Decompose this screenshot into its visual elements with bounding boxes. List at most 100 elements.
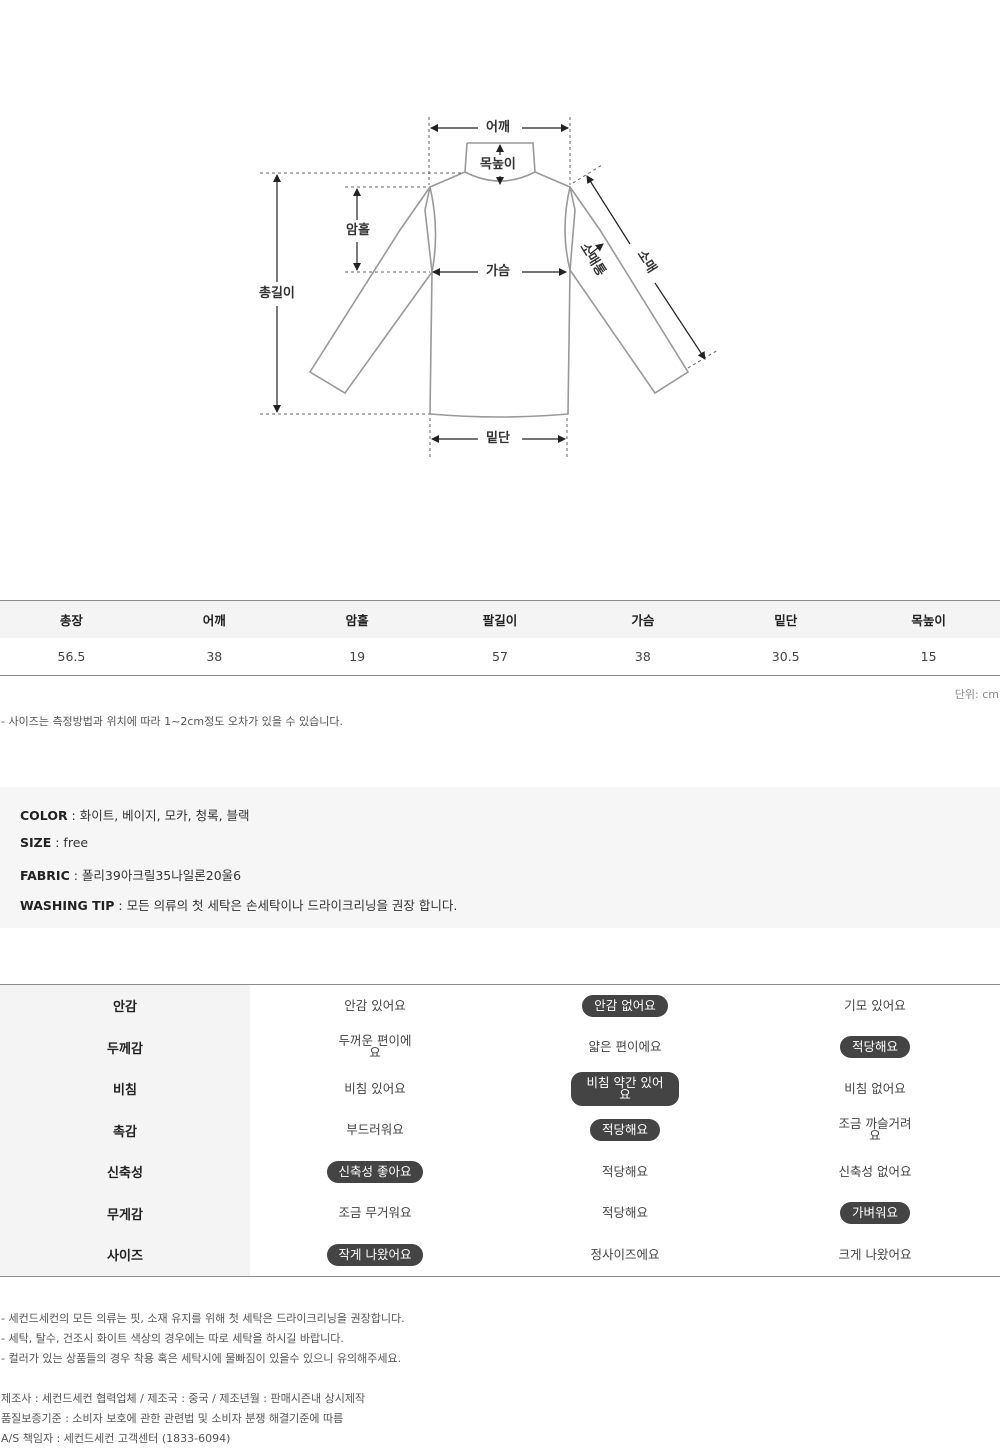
property-option: 두꺼운 편이에요 — [338, 1033, 412, 1061]
property-option-cell: 안감 있어요 — [250, 985, 500, 1027]
label-shoulder: 어깨 — [482, 120, 514, 136]
property-row: 촉감 부드러워요 적당해요 조금 까슬거려요 — [0, 1109, 1000, 1152]
property-option-cell: 크게 나왔어요 — [750, 1234, 1000, 1276]
product-info: COLOR : 화이트, 베이지, 모카, 청록, 블랙 SIZE : free… — [0, 787, 1000, 928]
info-color-key: COLOR — [20, 808, 68, 823]
size-header-cell: 밑단 — [774, 613, 798, 628]
size-value-cell: 57 — [492, 649, 508, 664]
property-label: 사이즈 — [0, 1234, 250, 1276]
size-value-cell: 56.5 — [57, 649, 86, 664]
property-label: 무게감 — [0, 1192, 250, 1234]
property-option: 부드러워요 — [346, 1122, 404, 1138]
info-size-value: : free — [51, 835, 89, 850]
property-option-selected: 신축성 좋아요 — [326, 1160, 424, 1183]
property-option-cell: 적당해요 — [750, 1027, 1000, 1069]
label-chest: 가슴 — [482, 264, 514, 280]
size-note: - 사이즈는 측정방법과 위치에 따라 1~2cm정도 오차가 있을 수 있습니… — [1, 715, 344, 728]
property-option-selected: 안감 없어요 — [582, 994, 668, 1017]
property-option-selected: 적당해요 — [839, 1036, 910, 1059]
property-option-cell: 두꺼운 편이에요 — [250, 1027, 500, 1069]
property-row: 무게감 조금 무거워요 적당해요 가벼워요 — [0, 1192, 1000, 1235]
size-header-cell: 어깨 — [202, 613, 226, 628]
size-header-cell: 팔길이 — [482, 613, 518, 628]
size-value-cell: 38 — [634, 649, 651, 664]
info-size: SIZE : free — [20, 835, 88, 850]
property-label: 두께감 — [0, 1026, 250, 1068]
care-note: - 세컨드세컨의 모든 의류는 핏, 소재 유지를 위해 첫 세탁은 드라이크리… — [1, 1312, 405, 1325]
label-neck-height: 목높이 — [480, 157, 516, 172]
property-option: 안감 있어요 — [344, 997, 406, 1013]
property-option: 기모 있어요 — [844, 997, 906, 1013]
info-fabric-value: : 폴리39아크릴35나일론20울6 — [69, 868, 242, 883]
property-option-cell: 안감 없어요 — [500, 985, 750, 1027]
property-option: 조금 까슬거려요 — [838, 1116, 912, 1144]
property-option-cell: 비침 있어요 — [250, 1068, 500, 1110]
property-option-cell: 기모 있어요 — [750, 985, 1000, 1027]
property-option-cell: 부드러워요 — [250, 1110, 500, 1152]
info-wash-value: : 모든 의류의 첫 세탁은 손세탁이나 드라이크리닝을 권장 합니다. — [114, 898, 458, 913]
property-option-cell: 조금 까슬거려요 — [750, 1110, 1000, 1152]
property-option: 얇은 편이에요 — [588, 1039, 662, 1055]
property-option-cell: 작게 나왔어요 — [250, 1234, 500, 1276]
property-option: 비침 없어요 — [844, 1080, 906, 1096]
property-label: 비침 — [0, 1068, 250, 1110]
size-table: 총장 어깨 암홀 팔길이 가슴 밑단 목높이 56.5 38 19 57 38 … — [0, 600, 1000, 676]
property-option: 크게 나왔어요 — [838, 1246, 912, 1262]
property-label: 촉감 — [0, 1109, 250, 1151]
property-row: 두께감 두꺼운 편이에요 얇은 편이에요 적당해요 — [0, 1026, 1000, 1069]
property-option: 적당해요 — [601, 1205, 648, 1221]
info-fabric: FABRIC : 폴리39아크릴35나일론20울6 — [20, 865, 241, 884]
property-row: 사이즈 작게 나왔어요 정사이즈에요 크게 나왔어요 — [0, 1234, 1000, 1276]
company-info: A/S 책임자 : 세컨드세컨 고객센터 (1833-6094) — [1, 1432, 231, 1445]
property-option-selected: 작게 나왔어요 — [326, 1243, 424, 1266]
property-option: 정사이즈에요 — [590, 1246, 660, 1262]
property-option: 신축성 없어요 — [838, 1163, 912, 1179]
property-row: 안감 안감 있어요 안감 없어요 기모 있어요 — [0, 985, 1000, 1027]
property-option: 조금 무거워요 — [338, 1205, 412, 1221]
info-color: COLOR : 화이트, 베이지, 모카, 청록, 블랙 — [20, 805, 250, 824]
property-option-selected: 가벼워요 — [839, 1202, 910, 1225]
size-value-cell: 30.5 — [771, 649, 800, 664]
company-info: 제조사 : 세컨드세컨 협력업체 / 제조국 : 중국 / 제조년월 : 판매시… — [1, 1392, 366, 1405]
property-row: 비침 비침 있어요 비침 약간 있어요 비침 없어요 — [0, 1068, 1000, 1110]
label-hem: 밑단 — [482, 431, 514, 447]
info-wash-key: WASHING TIP — [20, 898, 115, 913]
property-option-cell: 비침 없어요 — [750, 1068, 1000, 1110]
property-option-cell: 조금 무거워요 — [250, 1193, 500, 1235]
size-header-cell: 총장 — [59, 613, 83, 628]
sweater-outline — [260, 117, 719, 458]
property-row: 신축성 신축성 좋아요 적당해요 신축성 없어요 — [0, 1151, 1000, 1193]
size-diagram: 어깨 목높이 암홀 총길이 가슴 소매통 소매 밑단 — [0, 0, 1000, 540]
care-note: - 컬러가 있는 상품들의 경우 착용 혹은 세탁시에 물빠짐이 있을수 있으니… — [1, 1352, 402, 1365]
size-header-cell: 가슴 — [631, 613, 655, 628]
property-option-cell: 얇은 편이에요 — [500, 1027, 750, 1069]
info-color-value: : 화이트, 베이지, 모카, 청록, 블랙 — [67, 808, 250, 823]
care-note: - 세탁, 탈수, 건조시 화이트 색상의 경우에는 따로 세탁을 하시길 바랍… — [1, 1332, 344, 1345]
size-value-cell: 38 — [206, 649, 223, 664]
property-option-cell: 적당해요 — [500, 1110, 750, 1152]
size-header-cell: 목높이 — [911, 613, 946, 628]
property-option-cell: 비침 약간 있어요 — [500, 1068, 750, 1110]
company-info: 품질보증기준 : 소비자 보호에 관한 관련법 및 소비자 분쟁 해결기준에 따… — [1, 1412, 344, 1425]
property-option-cell: 신축성 없어요 — [750, 1151, 1000, 1193]
property-option-cell: 적당해요 — [500, 1193, 750, 1235]
label-total-length: 총길이 — [255, 286, 299, 302]
info-fabric-key: FABRIC — [20, 868, 70, 883]
size-table-header: 총장 어깨 암홀 팔길이 가슴 밑단 목높이 — [0, 601, 1000, 638]
size-table-row: 56.5 38 19 57 38 30.5 15 — [0, 638, 1000, 675]
property-option-cell: 정사이즈에요 — [500, 1234, 750, 1276]
property-label: 신축성 — [0, 1151, 250, 1193]
label-armhole: 암홀 — [342, 223, 374, 239]
unit-label: 단위: cm — [954, 688, 999, 701]
info-size-key: SIZE — [20, 835, 52, 850]
property-option-cell: 가벼워요 — [750, 1193, 1000, 1235]
property-option-selected: 비침 약간 있어요 — [571, 1071, 679, 1106]
property-label: 안감 — [0, 985, 250, 1027]
size-value-cell: 15 — [920, 649, 937, 664]
size-header-cell: 암홀 — [345, 613, 369, 628]
property-option-selected: 적당해요 — [589, 1119, 660, 1142]
property-option-cell: 신축성 좋아요 — [250, 1151, 500, 1193]
property-option-cell: 적당해요 — [500, 1151, 750, 1193]
property-option: 비침 있어요 — [344, 1080, 406, 1096]
